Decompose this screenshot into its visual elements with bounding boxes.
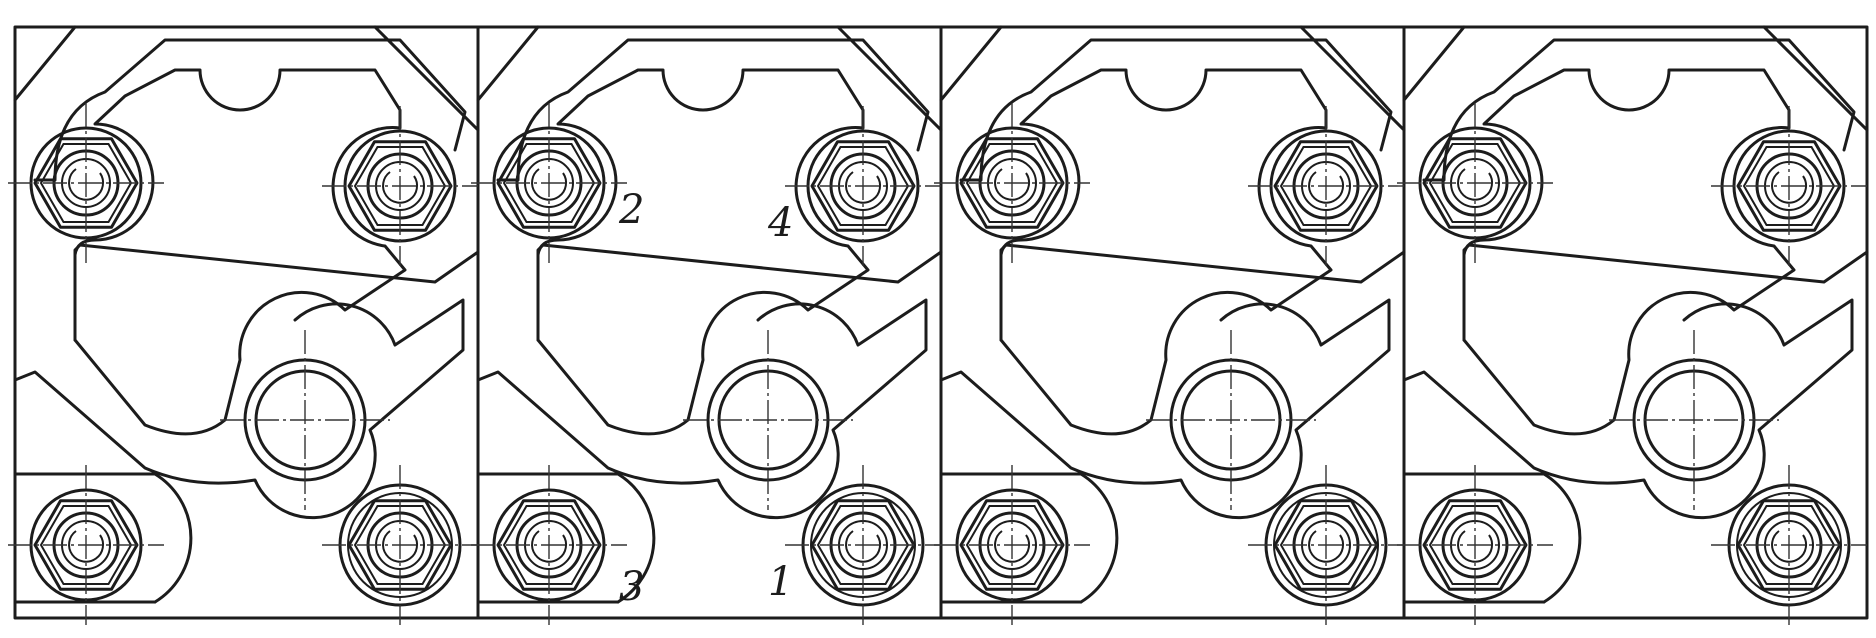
hex-nut-outer <box>1422 137 1528 229</box>
hex-nut-inner <box>1428 505 1522 585</box>
bolt-thread-arc <box>382 171 419 204</box>
gasket-upper-band <box>33 38 467 182</box>
hex-nut-outer <box>959 137 1065 229</box>
corner-chamfer-left <box>13 25 77 102</box>
hex-nut-outer <box>1422 499 1528 591</box>
bolt-tl <box>934 103 1090 263</box>
corner-chamfer-left <box>1402 25 1466 102</box>
bolt-tl <box>8 103 164 263</box>
hex-nut-inner <box>816 146 910 226</box>
gasket-outer-contour <box>1402 243 1869 520</box>
bolt-thread-arc <box>382 530 419 563</box>
bolt-br <box>322 465 478 625</box>
hex-nut-outer <box>496 137 602 229</box>
hex-nut-outer <box>347 499 453 591</box>
lower-left-plate-edge <box>1402 472 1582 604</box>
bolt-order-label-4: 4 <box>767 200 793 246</box>
hex-nut-inner <box>1742 146 1836 226</box>
bolt-thread-arc <box>1457 168 1494 201</box>
hex-nut-inner <box>965 143 1059 223</box>
bolt-bl <box>8 465 164 625</box>
bolt-thread-arc <box>994 168 1031 201</box>
hex-nut-inner <box>39 505 133 585</box>
hex-nut-inner <box>1279 146 1373 226</box>
bolt-br <box>1248 465 1404 625</box>
panel-2: 2 4 3 1 <box>471 25 943 625</box>
panel-1 <box>8 25 480 625</box>
hex-nut-outer <box>810 140 916 232</box>
bolt-thread-arc <box>845 171 882 204</box>
bolt-bl <box>934 465 1090 625</box>
panel-4 <box>1397 25 1869 625</box>
panel-3 <box>934 25 1406 625</box>
bolt-tl <box>1397 103 1553 263</box>
corner-chamfer-left <box>939 25 1003 102</box>
corner-chamfer-right <box>1762 25 1869 132</box>
hex-nut-outer <box>1273 499 1379 591</box>
hex-nut-inner <box>502 505 596 585</box>
bolt-thread-arc <box>1771 171 1808 204</box>
bolt-br <box>1711 465 1867 625</box>
hex-nut-inner <box>502 143 596 223</box>
hex-nut-inner <box>1279 505 1373 585</box>
hex-nut-outer <box>810 499 916 591</box>
bolt-thread-arc <box>68 168 105 201</box>
hex-nut-outer <box>1736 140 1842 232</box>
bolt-tr <box>322 106 478 266</box>
hex-nut-outer <box>33 137 139 229</box>
hex-nut-outer <box>33 499 139 591</box>
bolt-thread-arc <box>531 168 568 201</box>
bolt-tl <box>471 103 627 263</box>
gasket-inner-window <box>536 68 870 436</box>
gasket-upper-band <box>959 38 1393 182</box>
gasket-upper-band <box>496 38 930 182</box>
bolt-bl <box>1397 465 1553 625</box>
bolt-thread-arc <box>531 530 568 563</box>
corner-chamfer-left <box>476 25 540 102</box>
bolt-thread-arc <box>1457 530 1494 563</box>
hex-nut-outer <box>959 499 1065 591</box>
gasket-inner-window <box>73 68 407 436</box>
bolt-thread-arc <box>68 530 105 563</box>
corner-chamfer-right <box>1299 25 1406 132</box>
hex-nut-inner <box>353 146 447 226</box>
bolt-order-label-3: 3 <box>619 564 644 610</box>
gasket-upper-band <box>1422 38 1856 182</box>
bolt-order-label-1: 1 <box>768 559 793 605</box>
gasket-outer-contour <box>939 243 1406 520</box>
bolt-thread-arc <box>994 530 1031 563</box>
bolt-tr <box>785 106 941 266</box>
hex-nut-inner <box>1742 505 1836 585</box>
bolt-thread-arc <box>845 530 882 563</box>
corner-chamfer-right <box>836 25 943 132</box>
hex-nut-outer <box>347 140 453 232</box>
hex-nut-outer <box>496 499 602 591</box>
hex-nut-inner <box>1428 143 1522 223</box>
gasket-outer-contour <box>476 243 943 520</box>
hex-nut-inner <box>353 505 447 585</box>
bolt-br <box>785 465 941 625</box>
hex-nut-inner <box>39 143 133 223</box>
lower-left-plate-edge <box>13 472 193 604</box>
corner-chamfer-right <box>373 25 480 132</box>
hex-nut-inner <box>965 505 1059 585</box>
bolt-bl <box>471 465 627 625</box>
bolt-tr <box>1711 106 1867 266</box>
bolt-order-label-2: 2 <box>618 187 644 233</box>
hex-nut-outer <box>1736 499 1842 591</box>
lower-left-plate-edge <box>476 472 656 604</box>
bolt-thread-arc <box>1308 171 1345 204</box>
bolt-tr <box>1248 106 1404 266</box>
bolt-thread-arc <box>1308 530 1345 563</box>
gasket-inner-window <box>1462 68 1796 436</box>
hex-nut-outer <box>1273 140 1379 232</box>
gasket-inner-window <box>999 68 1333 436</box>
gasket-outer-contour <box>13 243 480 520</box>
bolt-thread-arc <box>1771 530 1808 563</box>
hex-nut-inner <box>816 505 910 585</box>
lower-left-plate-edge <box>939 472 1119 604</box>
